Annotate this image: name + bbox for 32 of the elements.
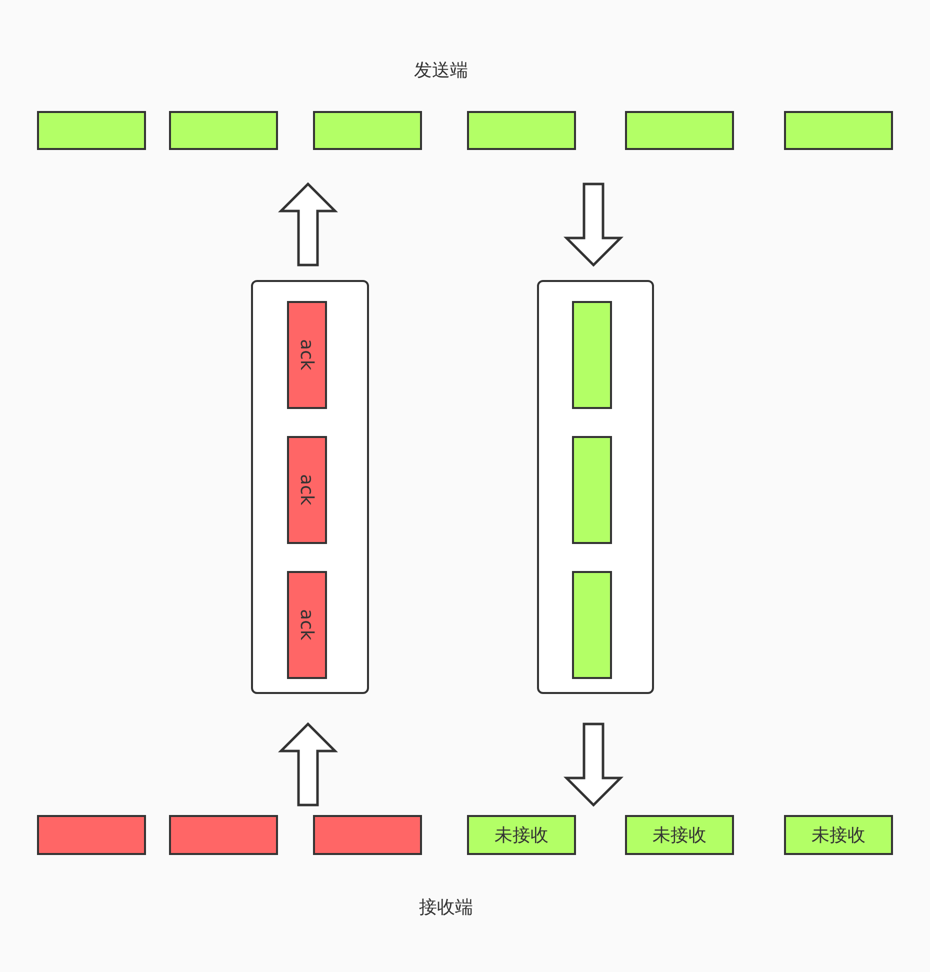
block-arrow [563,722,624,807]
packet-box [37,111,146,150]
packet-box [286,436,326,544]
packet-box [572,300,612,408]
block-arrow [278,182,338,266]
packet-box [625,815,734,855]
block-arrow [278,722,338,806]
packet-box [169,111,278,150]
packet-box [572,570,612,678]
endpoint-label: 发送端 [414,59,468,82]
packet-box [467,815,576,855]
packet-box [313,111,422,150]
packet-box [784,815,893,855]
packet-label: ack [296,474,317,506]
block-arrow [563,182,624,267]
packet-box [625,111,734,150]
packet-label: 未接收 [652,824,706,847]
endpoint-label: 接收端 [419,896,473,919]
packet-box [784,111,893,150]
packet-label: ack [296,338,317,370]
packet-label: ack [296,608,317,640]
packet-box [286,300,326,408]
packet-box [286,570,326,678]
packet-box [572,436,612,544]
packet-window-panel [251,280,369,694]
packet-box [169,815,278,855]
packet-box [313,815,422,855]
packet-box [37,815,146,855]
packet-label: 未接收 [494,824,548,847]
packet-box [467,111,576,150]
packet-window-panel [537,280,654,694]
packet-label: 未接收 [812,824,866,847]
